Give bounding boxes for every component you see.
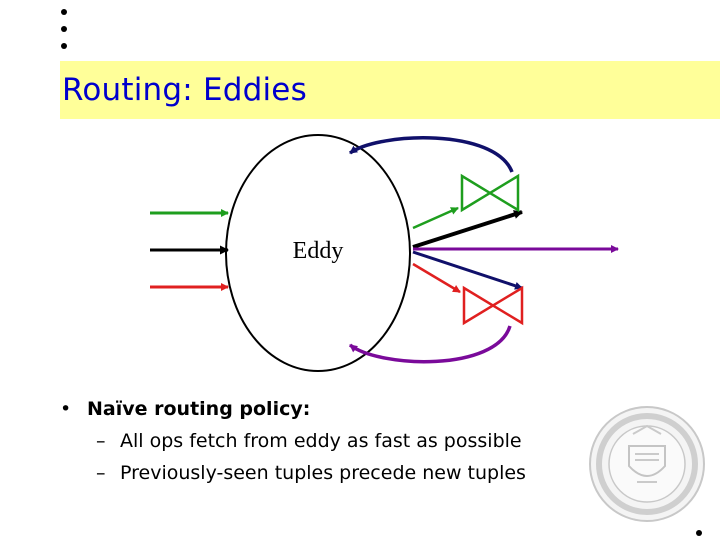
sub-bullet-item: –Previously-seen tuples precede new tupl…	[96, 462, 526, 484]
bullet-marker: •	[60, 398, 72, 420]
output-arrow-green	[412, 206, 459, 230]
bullet-text: Naïve routing policy:	[87, 398, 311, 420]
join-operator-green-icon	[460, 173, 520, 213]
join-operator-red-icon	[462, 285, 524, 326]
decor-dot-3	[61, 43, 67, 49]
page-title: Routing: Eddies	[62, 72, 307, 108]
output-arrow-black	[412, 210, 523, 249]
return-arc-purple	[348, 325, 512, 364]
bullet-item: • Naïve routing policy:	[60, 398, 310, 420]
sub-bullet-text: Previously-seen tuples precede new tuple…	[120, 462, 526, 484]
output-arrow-navy	[412, 250, 523, 290]
sub-bullet-marker: –	[96, 430, 106, 452]
decor-dot-4	[696, 530, 702, 536]
university-seal-icon	[589, 406, 705, 522]
decor-dot-1	[61, 9, 67, 15]
title-bar	[60, 61, 720, 119]
decor-dot-2	[61, 26, 67, 32]
sub-bullet-marker: –	[96, 462, 106, 484]
return-arc-navy	[348, 136, 514, 173]
sub-bullet-item: –All ops fetch from eddy as fast as poss…	[96, 430, 522, 452]
sub-bullet-text: All ops fetch from eddy as fast as possi…	[120, 430, 522, 452]
eddy-label: Eddy	[292, 238, 344, 264]
output-arrow-red	[412, 262, 461, 294]
